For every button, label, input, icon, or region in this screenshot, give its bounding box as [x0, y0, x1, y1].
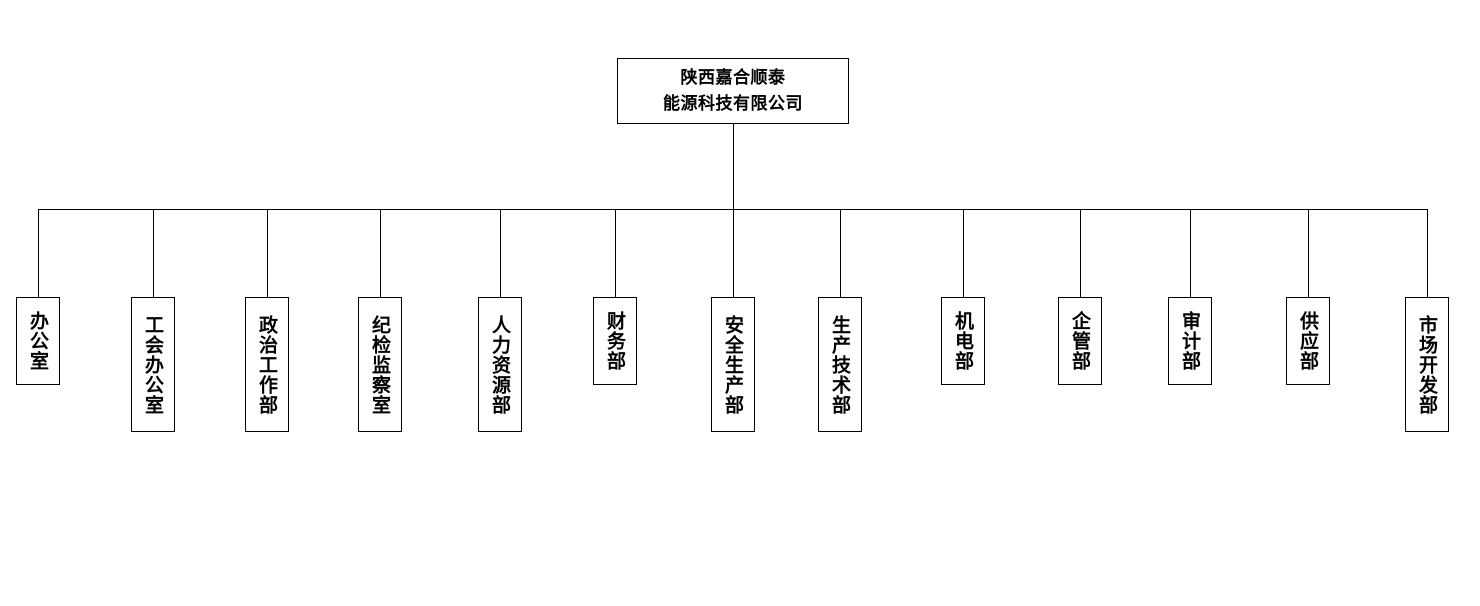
- connector-horizontal-bus: [38, 209, 1427, 210]
- org-node-label-dept-political-work: 政治工作部: [256, 314, 278, 415]
- connector-drop-dept-audit: [1190, 209, 1191, 297]
- org-node-dept-discipline: 纪检监察室: [358, 297, 402, 432]
- org-node-label-dept-safety-production: 安全生产部: [722, 314, 744, 415]
- root-company-line-2: 能源科技有限公司: [663, 94, 803, 114]
- connector-drop-dept-supply: [1308, 209, 1309, 297]
- org-node-label-dept-discipline: 纪检监察室: [369, 314, 391, 415]
- org-node-label-dept-production-tech: 生产技术部: [829, 314, 851, 415]
- org-node-dept-safety-production: 安全生产部: [711, 297, 755, 432]
- connector-drop-dept-safety-production: [733, 209, 734, 297]
- connector-drop-dept-political-work: [267, 209, 268, 297]
- org-node-dept-enterprise-mgmt: 企管部: [1058, 297, 1102, 385]
- org-node-dept-finance: 财务部: [593, 297, 637, 385]
- connector-drop-dept-production-tech: [840, 209, 841, 297]
- org-node-label-dept-supply: 供应部: [1297, 311, 1319, 371]
- org-node-label-dept-finance: 财务部: [604, 311, 626, 371]
- org-node-dept-office: 办公室: [16, 297, 60, 385]
- connector-root-stem: [733, 124, 734, 209]
- connector-drop-dept-union-office: [153, 209, 154, 297]
- connector-drop-dept-enterprise-mgmt: [1080, 209, 1081, 297]
- org-node-label-dept-office: 办公室: [27, 311, 49, 371]
- org-node-dept-production-tech: 生产技术部: [818, 297, 862, 432]
- org-node-dept-union-office: 工会办公室: [131, 297, 175, 432]
- org-node-dept-political-work: 政治工作部: [245, 297, 289, 432]
- root-company-line-1: 陕西嘉合顺泰: [680, 68, 786, 88]
- org-node-label-dept-audit: 审计部: [1179, 311, 1201, 371]
- org-node-dept-market-dev: 市场开发部: [1405, 297, 1449, 432]
- connector-drop-dept-office: [38, 209, 39, 297]
- org-node-dept-audit: 审计部: [1168, 297, 1212, 385]
- org-node-dept-human-resources: 人力资源部: [478, 297, 522, 432]
- connector-drop-dept-market-dev: [1427, 209, 1428, 297]
- org-node-label-dept-enterprise-mgmt: 企管部: [1069, 311, 1091, 371]
- connector-drop-dept-electromechanical: [963, 209, 964, 297]
- org-node-root-company: 陕西嘉合顺泰 能源科技有限公司: [617, 58, 849, 124]
- org-node-dept-electromechanical: 机电部: [941, 297, 985, 385]
- org-node-label-dept-union-office: 工会办公室: [142, 314, 164, 415]
- org-node-label-dept-electromechanical: 机电部: [952, 311, 974, 371]
- org-node-label-dept-human-resources: 人力资源部: [489, 314, 511, 415]
- connector-drop-dept-finance: [615, 209, 616, 297]
- connector-drop-dept-human-resources: [500, 209, 501, 297]
- org-node-label-dept-market-dev: 市场开发部: [1416, 314, 1438, 415]
- org-node-dept-supply: 供应部: [1286, 297, 1330, 385]
- connector-drop-dept-discipline: [380, 209, 381, 297]
